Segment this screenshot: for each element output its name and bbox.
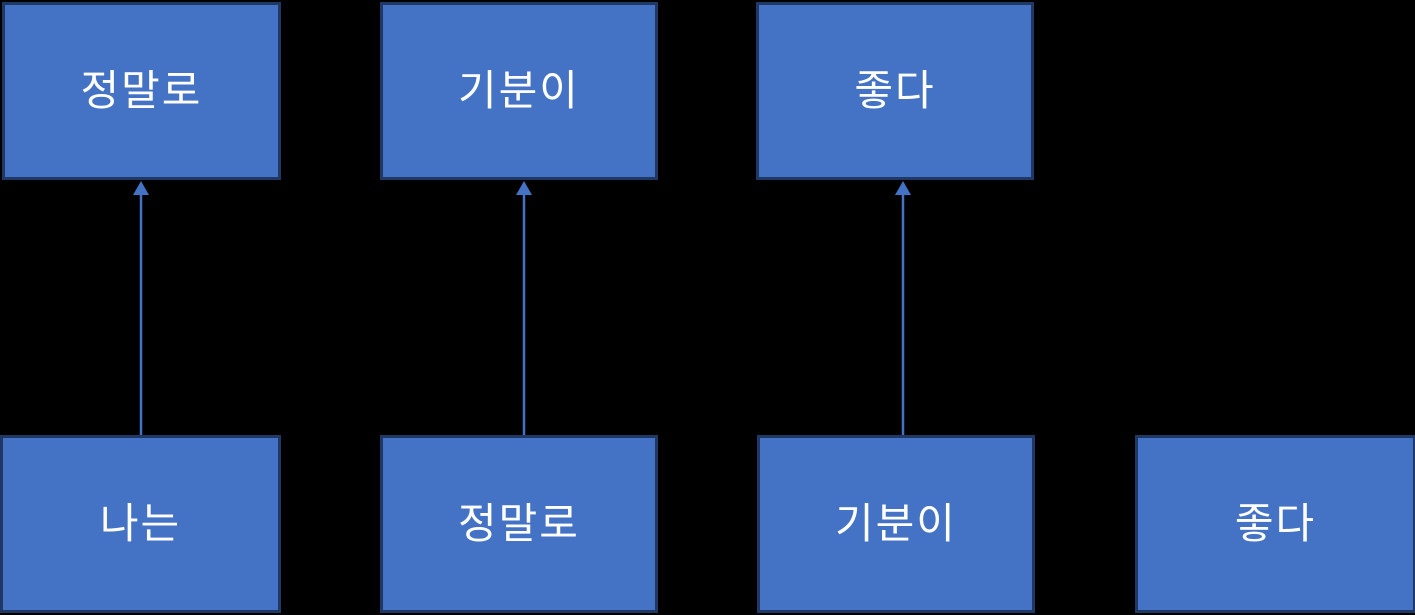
arrow-up-icon <box>895 181 911 435</box>
bottom-word-box-1: 나는 <box>0 435 281 613</box>
top-word-box-3: 좋다 <box>756 2 1034 180</box>
bottom-word-label-4: 좋다 <box>1234 500 1317 547</box>
bottom-word-box-2: 정말로 <box>380 435 658 613</box>
arrow-up-icon <box>133 181 149 435</box>
bottom-word-box-4: 좋다 <box>1135 435 1415 613</box>
top-word-box-2: 기분이 <box>380 2 658 180</box>
bottom-word-label-1: 나는 <box>99 500 182 547</box>
top-word-label-2: 기분이 <box>458 67 580 114</box>
arrow-up-icon <box>516 181 532 435</box>
bottom-word-label-2: 정말로 <box>458 500 580 547</box>
top-word-label-3: 좋다 <box>854 67 936 114</box>
top-word-box-1: 정말로 <box>2 2 281 180</box>
top-word-label-1: 정말로 <box>80 67 203 114</box>
bottom-word-box-3: 기분이 <box>757 435 1035 613</box>
bottom-word-label-3: 기분이 <box>835 500 957 547</box>
